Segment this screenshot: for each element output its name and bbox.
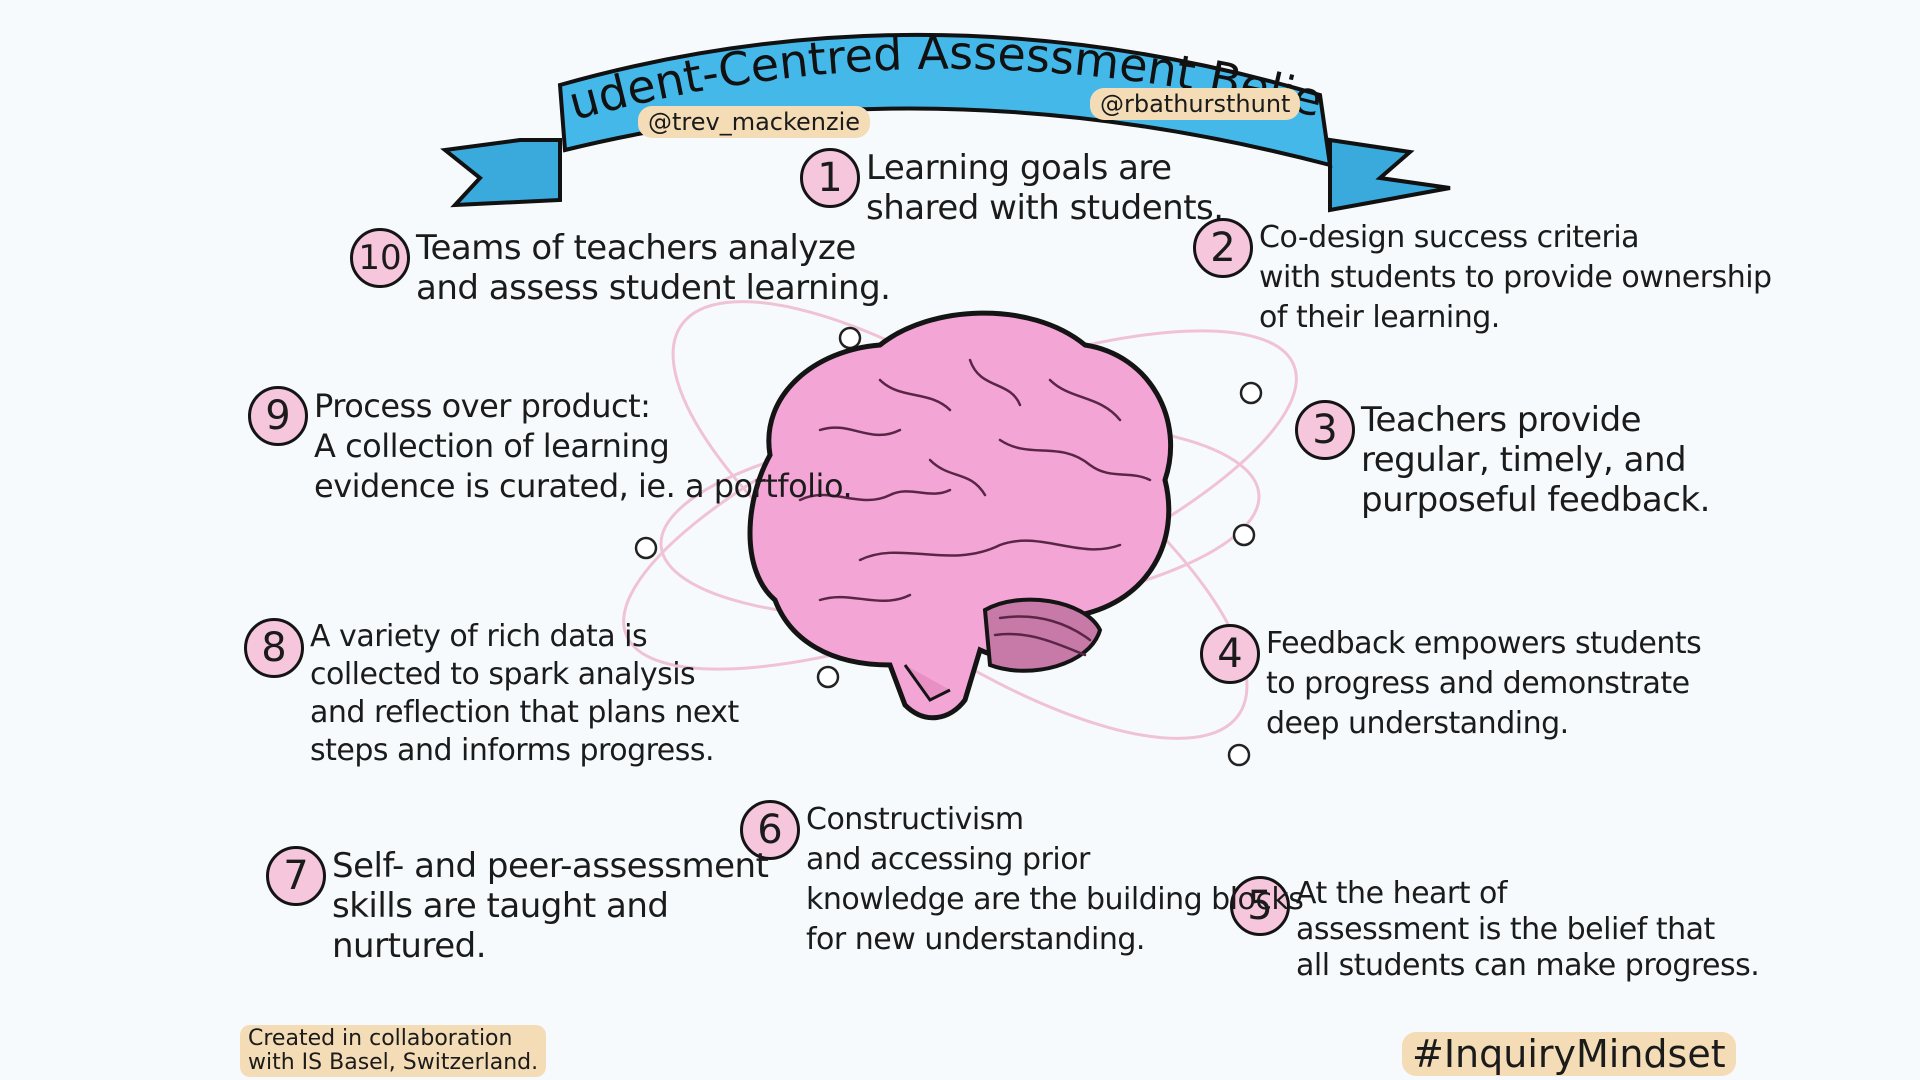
belief-5: 5 At the heart of assessment is the beli… — [1230, 876, 1760, 984]
hashtag: #InquiryMindset — [1402, 1032, 1736, 1076]
belief-number: 3 — [1295, 400, 1355, 460]
credit-note: Created in collaboration with IS Basel, … — [240, 1025, 547, 1077]
orbit-dots — [634, 326, 1263, 767]
belief-number: 8 — [244, 618, 304, 678]
belief-number: 10 — [350, 228, 410, 288]
belief-number: 2 — [1193, 218, 1253, 278]
belief-number: 7 — [266, 846, 326, 906]
belief-6: 6 Constructivism and accessing prior kno… — [740, 800, 1304, 960]
belief-3: 3 Teachers provide regular, timely, and … — [1295, 400, 1710, 520]
belief-2: 2 Co-design success criteria with studen… — [1193, 218, 1772, 338]
belief-number: 6 — [740, 800, 800, 860]
belief-text: Teams of teachers analyze and assess stu… — [416, 228, 891, 308]
belief-text: Constructivism and accessing prior knowl… — [806, 802, 1304, 957]
brain-icon — [747, 310, 1174, 721]
author-handle-1: @trev_mackenzie — [638, 106, 871, 138]
belief-text: Learning goals are shared with students. — [866, 148, 1224, 228]
belief-text: A variety of rich data is collected to s… — [310, 619, 739, 768]
belief-number: 4 — [1200, 624, 1260, 684]
belief-text: Feedback empowers students to progress a… — [1266, 626, 1702, 741]
belief-8: 8 A variety of rich data is collected to… — [244, 618, 739, 770]
belief-text: Self- and peer-assessment skills are tau… — [332, 846, 769, 966]
belief-number: 9 — [248, 386, 308, 446]
belief-text: Co-design success criteria with students… — [1259, 220, 1772, 335]
belief-10: 10 Teams of teachers analyze and assess … — [350, 228, 891, 308]
belief-number: 5 — [1230, 876, 1290, 936]
belief-text: At the heart of assessment is the belief… — [1296, 876, 1760, 983]
belief-7: 7 Self- and peer-assessment skills are t… — [266, 846, 769, 966]
belief-9: 9 Process over product: A collection of … — [248, 386, 853, 506]
belief-text: Teachers provide regular, timely, and pu… — [1361, 400, 1710, 520]
belief-4: 4 Feedback empowers students to progress… — [1200, 624, 1702, 744]
belief-1: 1 Learning goals are shared with student… — [800, 148, 1224, 228]
author-handle-2: @rbathursthunt — [1090, 88, 1301, 120]
belief-text: Process over product: A collection of le… — [314, 387, 853, 505]
belief-number: 1 — [800, 148, 860, 208]
